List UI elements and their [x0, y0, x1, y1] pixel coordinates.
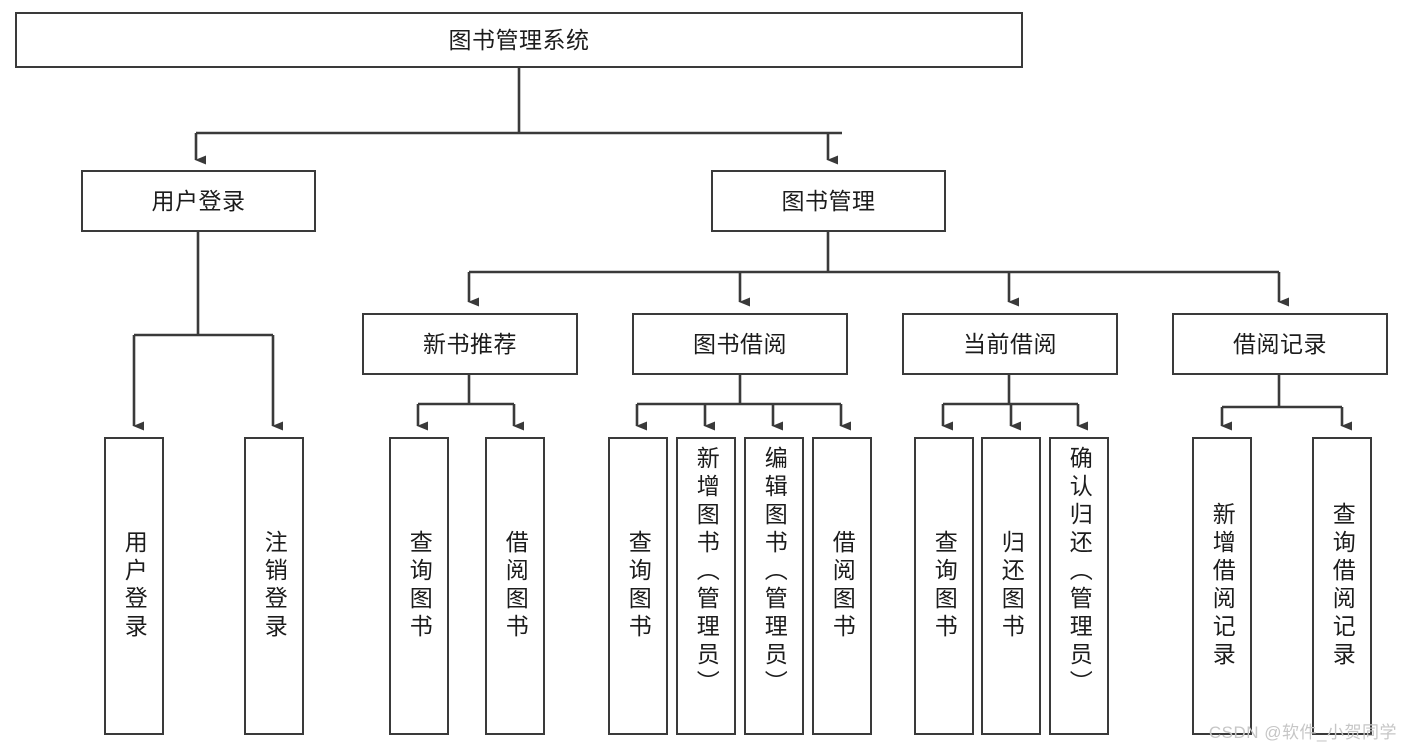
node-root-label: 图书管理系统 [448, 26, 590, 53]
node-leaf-edit-book[interactable]: 编辑图书（管理员） [744, 437, 804, 735]
csdn-watermark: CSDN @软件_小贺同学 [1208, 723, 1397, 742]
node-leaf-edit-book-label: 编辑图书（管理员） [761, 446, 788, 698]
node-leaf-user-login[interactable]: 用户登录 [104, 437, 164, 735]
node-current-borrow[interactable]: 当前借阅 [902, 313, 1118, 375]
node-leaf-borrow-book-2-label: 借阅图书 [829, 530, 856, 642]
node-leaf-query-record-label: 查询借阅记录 [1329, 502, 1356, 670]
node-leaf-query-record[interactable]: 查询借阅记录 [1312, 437, 1372, 735]
node-leaf-borrow-book-1[interactable]: 借阅图书 [485, 437, 545, 735]
node-leaf-query-book-3[interactable]: 查询图书 [914, 437, 974, 735]
node-leaf-return-book-label: 归还图书 [998, 530, 1025, 642]
node-root[interactable]: 图书管理系统 [15, 12, 1023, 68]
node-leaf-confirm-return-label: 确认归还（管理员） [1066, 446, 1093, 698]
node-leaf-user-login-label: 用户登录 [121, 530, 148, 642]
node-new-book-recommend[interactable]: 新书推荐 [362, 313, 578, 375]
node-leaf-query-book-2[interactable]: 查询图书 [608, 437, 668, 735]
node-user-login[interactable]: 用户登录 [81, 170, 316, 232]
node-leaf-borrow-book-1-label: 借阅图书 [502, 530, 529, 642]
node-borrow-record-label: 借阅记录 [1233, 330, 1327, 357]
node-leaf-add-record[interactable]: 新增借阅记录 [1192, 437, 1252, 735]
node-book-borrow-label: 图书借阅 [693, 330, 787, 357]
node-leaf-query-book-1-label: 查询图书 [406, 530, 433, 642]
node-book-management[interactable]: 图书管理 [711, 170, 946, 232]
node-leaf-user-logout[interactable]: 注销登录 [244, 437, 304, 735]
node-leaf-query-book-1[interactable]: 查询图书 [389, 437, 449, 735]
node-new-book-recommend-label: 新书推荐 [423, 330, 517, 357]
node-current-borrow-label: 当前借阅 [963, 330, 1057, 357]
node-user-login-label: 用户登录 [151, 187, 246, 214]
node-leaf-add-book[interactable]: 新增图书（管理员） [676, 437, 736, 735]
node-leaf-borrow-book-2[interactable]: 借阅图书 [812, 437, 872, 735]
node-leaf-add-book-label: 新增图书（管理员） [693, 446, 720, 698]
node-book-borrow[interactable]: 图书借阅 [632, 313, 848, 375]
node-leaf-query-book-2-label: 查询图书 [625, 530, 652, 642]
node-leaf-user-logout-label: 注销登录 [261, 530, 288, 642]
node-leaf-confirm-return[interactable]: 确认归还（管理员） [1049, 437, 1109, 735]
node-book-management-label: 图书管理 [781, 187, 876, 214]
node-leaf-query-book-3-label: 查询图书 [931, 530, 958, 642]
node-leaf-return-book[interactable]: 归还图书 [981, 437, 1041, 735]
node-leaf-add-record-label: 新增借阅记录 [1209, 502, 1236, 670]
node-borrow-record[interactable]: 借阅记录 [1172, 313, 1388, 375]
